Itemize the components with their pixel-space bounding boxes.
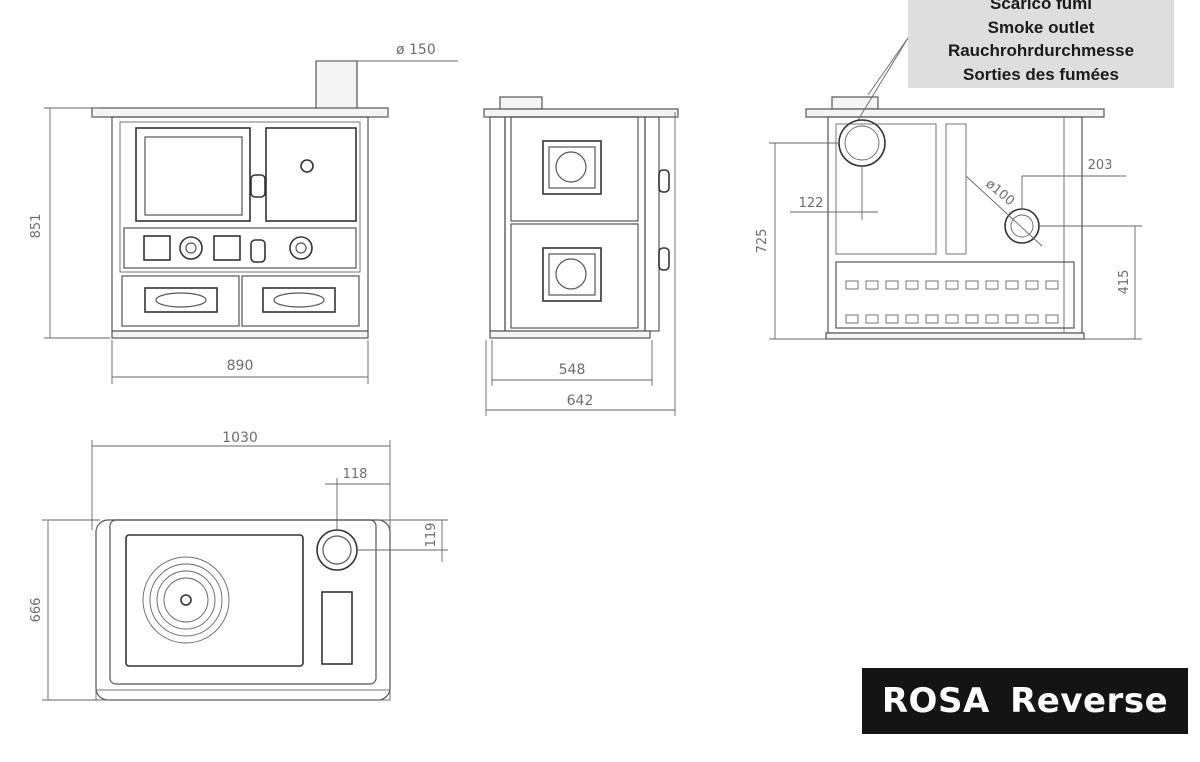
- front-dial-2: [289, 236, 313, 260]
- front-body: [111, 116, 369, 332]
- legend-line: Sorties des fumées: [963, 64, 1119, 84]
- top-view: 1030 118 119 666: [29, 430, 448, 701]
- dim-rear-offset-right: 203: [1088, 158, 1113, 173]
- dim-front-width: 890: [227, 358, 254, 374]
- dim-flue-diameter: ø 150: [396, 42, 436, 58]
- front-control-panel: [123, 227, 357, 269]
- front-door-knob: [300, 159, 314, 173]
- side-flue-stub: [499, 96, 543, 110]
- dim-top-flue-x: 118: [343, 467, 368, 482]
- top-burner-rings: [142, 556, 230, 644]
- rear-body: [827, 116, 1083, 334]
- dim-rear-offset-x: 122: [799, 196, 824, 211]
- dim-top-depth: 666: [29, 598, 44, 623]
- dim-front-height: 851: [29, 214, 44, 239]
- side-view: 548 642: [483, 96, 679, 416]
- side-lower-panel: [510, 223, 639, 329]
- front-oven-door-right: [265, 127, 357, 222]
- front-drawer-right: [241, 275, 360, 327]
- rear-flue-outlet-back: [1004, 208, 1040, 244]
- top-hotplate: [125, 534, 304, 667]
- side-upper-panel: [510, 116, 639, 222]
- front-handle-lower: [250, 239, 266, 263]
- dim-side-outer-width: 642: [567, 393, 594, 409]
- top-vent-slot: [321, 591, 353, 665]
- dim-rear-outlet-height: 415: [1117, 270, 1132, 295]
- top-outline: [95, 519, 391, 701]
- title-box: ROSA Reverse: [862, 668, 1188, 734]
- dim-rear-height: 725: [755, 229, 770, 254]
- front-dial-1: [179, 236, 203, 260]
- dim-side-inner-width: 548: [559, 362, 586, 378]
- front-view: ø 150 851 890: [29, 42, 458, 384]
- front-panel-window-2: [213, 235, 241, 261]
- rear-top-plate: [805, 108, 1105, 118]
- front-oven-door-left: [135, 127, 251, 222]
- legend-line: Rauchrohrdurchmesse: [947, 41, 1135, 60]
- rear-vent-panel: [835, 261, 1075, 329]
- front-flue-pipe: [315, 60, 358, 110]
- front-drawer-left: [121, 275, 240, 327]
- rear-flue-outlet-top: [838, 119, 886, 167]
- dim-top-flue-y: 119: [424, 523, 439, 548]
- leader-line-1: [857, 37, 909, 121]
- smoke-outlet-legend: Scarico fumi Smoke outlet Rauchrohrdurch…: [908, 0, 1174, 88]
- dim-rear-diameter: ø100: [982, 177, 1017, 210]
- leader-line-2: [867, 37, 909, 96]
- front-top-plate: [91, 107, 389, 118]
- rear-view: 725 122 ø100 203 415: [755, 37, 1142, 340]
- dim-top-width: 1030: [222, 430, 258, 446]
- rear-vents: [845, 280, 1059, 324]
- legend-line: Smoke outlet: [987, 17, 1095, 37]
- legend-line: Scarico fumi: [989, 0, 1093, 13]
- product-title: ROSA Reverse: [881, 681, 1169, 721]
- front-panel-window-1: [143, 235, 171, 261]
- front-handle-upper: [250, 174, 266, 198]
- side-top-plate: [483, 108, 679, 118]
